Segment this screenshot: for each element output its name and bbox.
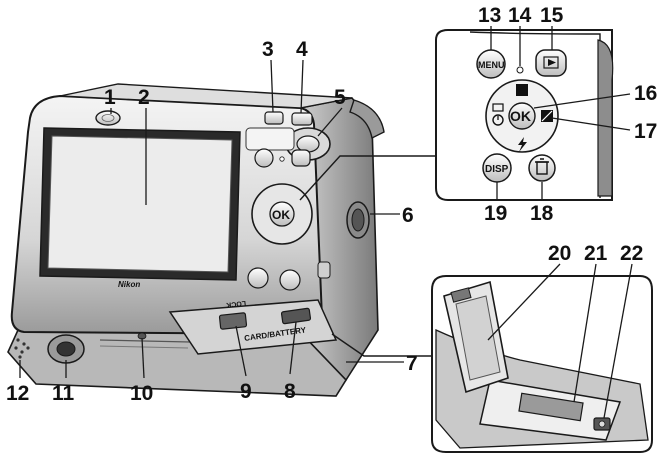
- playback-button[interactable]: [291, 149, 311, 167]
- callout-10: 10: [130, 382, 153, 405]
- battery-latch[interactable]: [593, 417, 611, 431]
- callout-17: 17: [634, 120, 657, 143]
- inset-disp-button[interactable]: DISP: [482, 153, 512, 183]
- disp-button[interactable]: [247, 267, 269, 289]
- multi-selector[interactable]: OK: [251, 183, 313, 245]
- callout-8: 8: [284, 380, 296, 403]
- battery-pointer: [331, 333, 432, 357]
- open-battery-cover[interactable]: [443, 280, 509, 394]
- callout-3: 3: [262, 38, 274, 61]
- menu-label: MENU: [478, 60, 505, 70]
- callout-14: 14: [508, 4, 532, 27]
- callout-4: 4: [296, 38, 308, 61]
- callout-16: 16: [634, 82, 657, 105]
- callout-numbers: 1 2 3 4 5 6 7 8 9 10 11 12 13 14 15 16 1…: [6, 4, 657, 405]
- disp-label: DISP: [485, 164, 509, 175]
- callout-2: 2: [138, 86, 150, 109]
- shutter-outline: [101, 114, 115, 122]
- top-controls: [95, 110, 331, 161]
- inset-pointer: [299, 155, 436, 201]
- callout-6: 6: [402, 204, 414, 227]
- power-button[interactable]: [95, 110, 121, 126]
- leader-lines: [19, 26, 633, 419]
- callout-21: 21: [584, 242, 608, 265]
- ok-label: OK: [510, 108, 531, 124]
- callout-22: 22: [620, 242, 643, 265]
- brand-logo: Nikon: [118, 280, 140, 289]
- usb-av-connector[interactable]: [346, 201, 370, 239]
- callout-18: 18: [530, 202, 554, 225]
- menu-button[interactable]: [254, 148, 274, 168]
- trash-icon: [535, 158, 549, 175]
- inset-playback-button[interactable]: [535, 49, 567, 77]
- indicator-lamp: [279, 156, 285, 162]
- ok-label-small: OK: [272, 208, 290, 222]
- back-controls: OK: [247, 148, 331, 291]
- delete-button[interactable]: [279, 269, 301, 291]
- memory-card-slot: [518, 392, 584, 422]
- strap-eyelet: [317, 261, 331, 279]
- battery-inset: [431, 275, 653, 453]
- controls-inset: MENU OK F: [435, 29, 614, 201]
- flash-icon: [518, 137, 527, 152]
- movie-icon: [492, 103, 504, 112]
- callout-7: 7: [406, 352, 418, 375]
- top-button-4[interactable]: [291, 112, 313, 126]
- self-timer-icon: [492, 114, 504, 126]
- inset-indicator-lamp: [516, 66, 524, 74]
- callout-20: 20: [548, 242, 571, 265]
- inset-delete-button[interactable]: [528, 154, 556, 182]
- callout-1: 1: [104, 86, 116, 109]
- inset-multi-selector[interactable]: OK F: [485, 79, 559, 153]
- top-button-3[interactable]: [264, 111, 284, 125]
- tripod-socket: [47, 334, 85, 364]
- speaker: [14, 338, 30, 359]
- callout-11: 11: [52, 382, 75, 405]
- f-label: F: [518, 86, 524, 97]
- callout-9: 9: [240, 380, 252, 403]
- playback-icon: [548, 59, 556, 66]
- callout-19: 19: [484, 202, 507, 225]
- lcd-monitor: Nikon: [39, 127, 241, 289]
- callout-15: 15: [540, 4, 564, 27]
- callout-13: 13: [478, 4, 501, 27]
- mode-panel: [245, 127, 295, 151]
- inset-menu-button[interactable]: MENU: [476, 49, 506, 79]
- lock-label: LOCK: [226, 299, 246, 308]
- callout-12: 12: [6, 382, 29, 405]
- battery-lock[interactable]: LOCK: [218, 299, 248, 330]
- callout-5: 5: [334, 86, 346, 109]
